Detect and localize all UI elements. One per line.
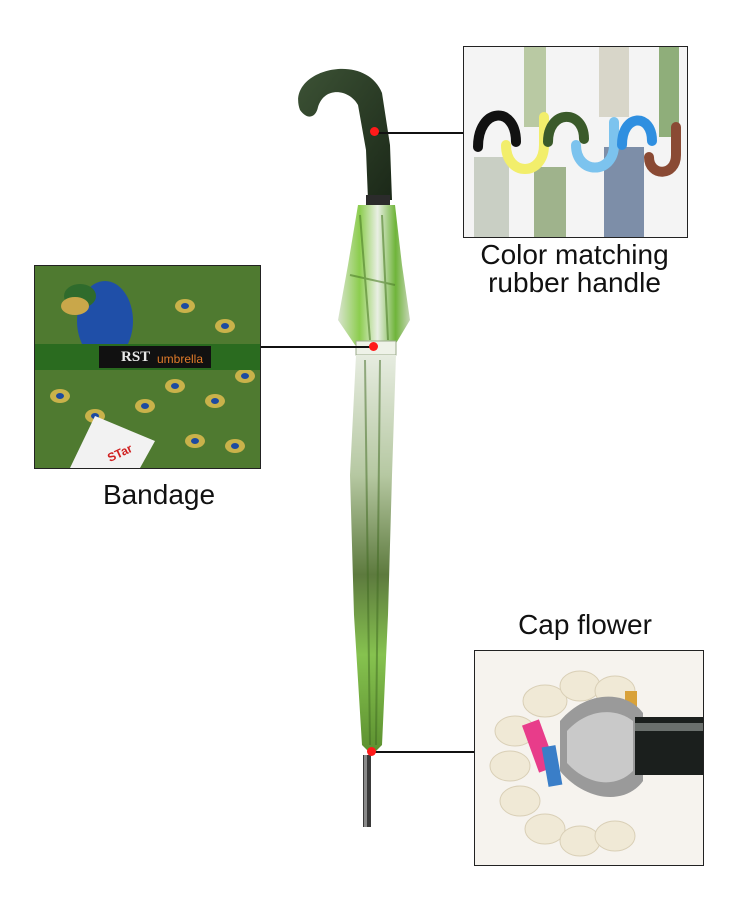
swatch-yellow-handle: [501, 112, 549, 174]
bandage-marker-dot: [369, 342, 378, 351]
handle-ferrule: [366, 195, 390, 207]
swatch-black-handle: [473, 110, 521, 152]
bandage-leader-line: [260, 346, 374, 348]
cap-flower-photo: [474, 650, 704, 866]
swatch-lightblue-handle: [571, 117, 619, 173]
umbrella-illustration: [298, 68, 410, 827]
handle-label-line1: Color matching: [480, 239, 669, 270]
bandage-photo: RST umbrella STar: [34, 265, 261, 469]
handle-colors-photo: [463, 46, 688, 238]
swatch-green-handle: [543, 111, 589, 147]
handle-marker-dot: [370, 127, 379, 136]
handle-label-line2: rubber handle: [488, 267, 661, 298]
peacock-pattern-illustration: [35, 266, 260, 468]
cap-flower-illustration: [475, 651, 703, 865]
cap-label: Cap flower: [518, 609, 652, 640]
cap-leader-line: [375, 751, 474, 753]
handle-colors-illustration: [464, 47, 687, 237]
canopy-body: [350, 355, 396, 755]
cap-marker-dot: [367, 747, 376, 756]
handle-leader-line: [375, 132, 463, 134]
handle-hook: [298, 68, 392, 200]
swatch-brown-handle: [644, 122, 681, 177]
strap-umbrella-text: umbrella: [157, 352, 204, 366]
swatch-blue-handle: [617, 115, 657, 150]
bandage-label: Bandage: [102, 479, 216, 510]
strap-brand-text: RST: [121, 349, 151, 365]
canopy-top: [338, 205, 410, 345]
